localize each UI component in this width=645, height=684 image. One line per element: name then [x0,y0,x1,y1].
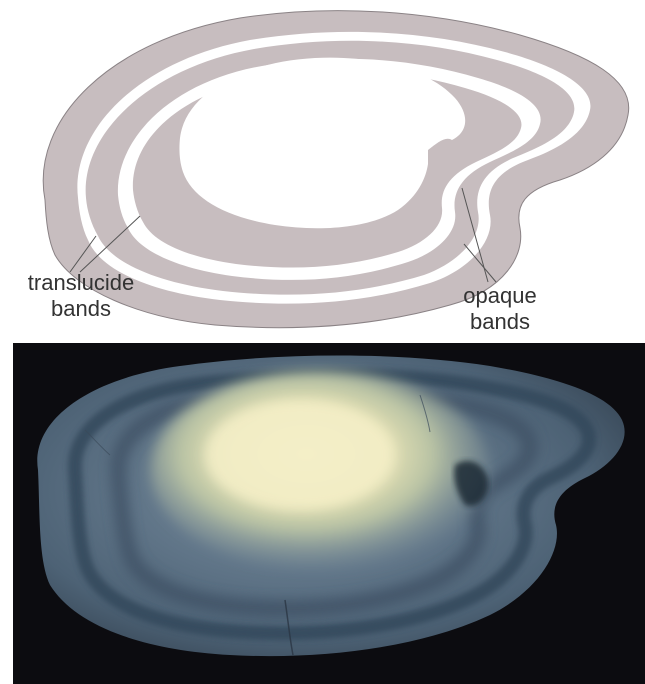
opaque-label-line1: opaque [445,283,555,309]
translucide-bands-label: translucide bands [6,270,156,322]
translucide-label-line1: translucide [6,270,156,296]
photo-core-center [205,400,395,510]
otolith-photograph [13,343,645,684]
translucide-label-line2: bands [6,296,156,322]
opaque-label-line2: bands [445,309,555,335]
opaque-bands-label: opaque bands [445,283,555,335]
